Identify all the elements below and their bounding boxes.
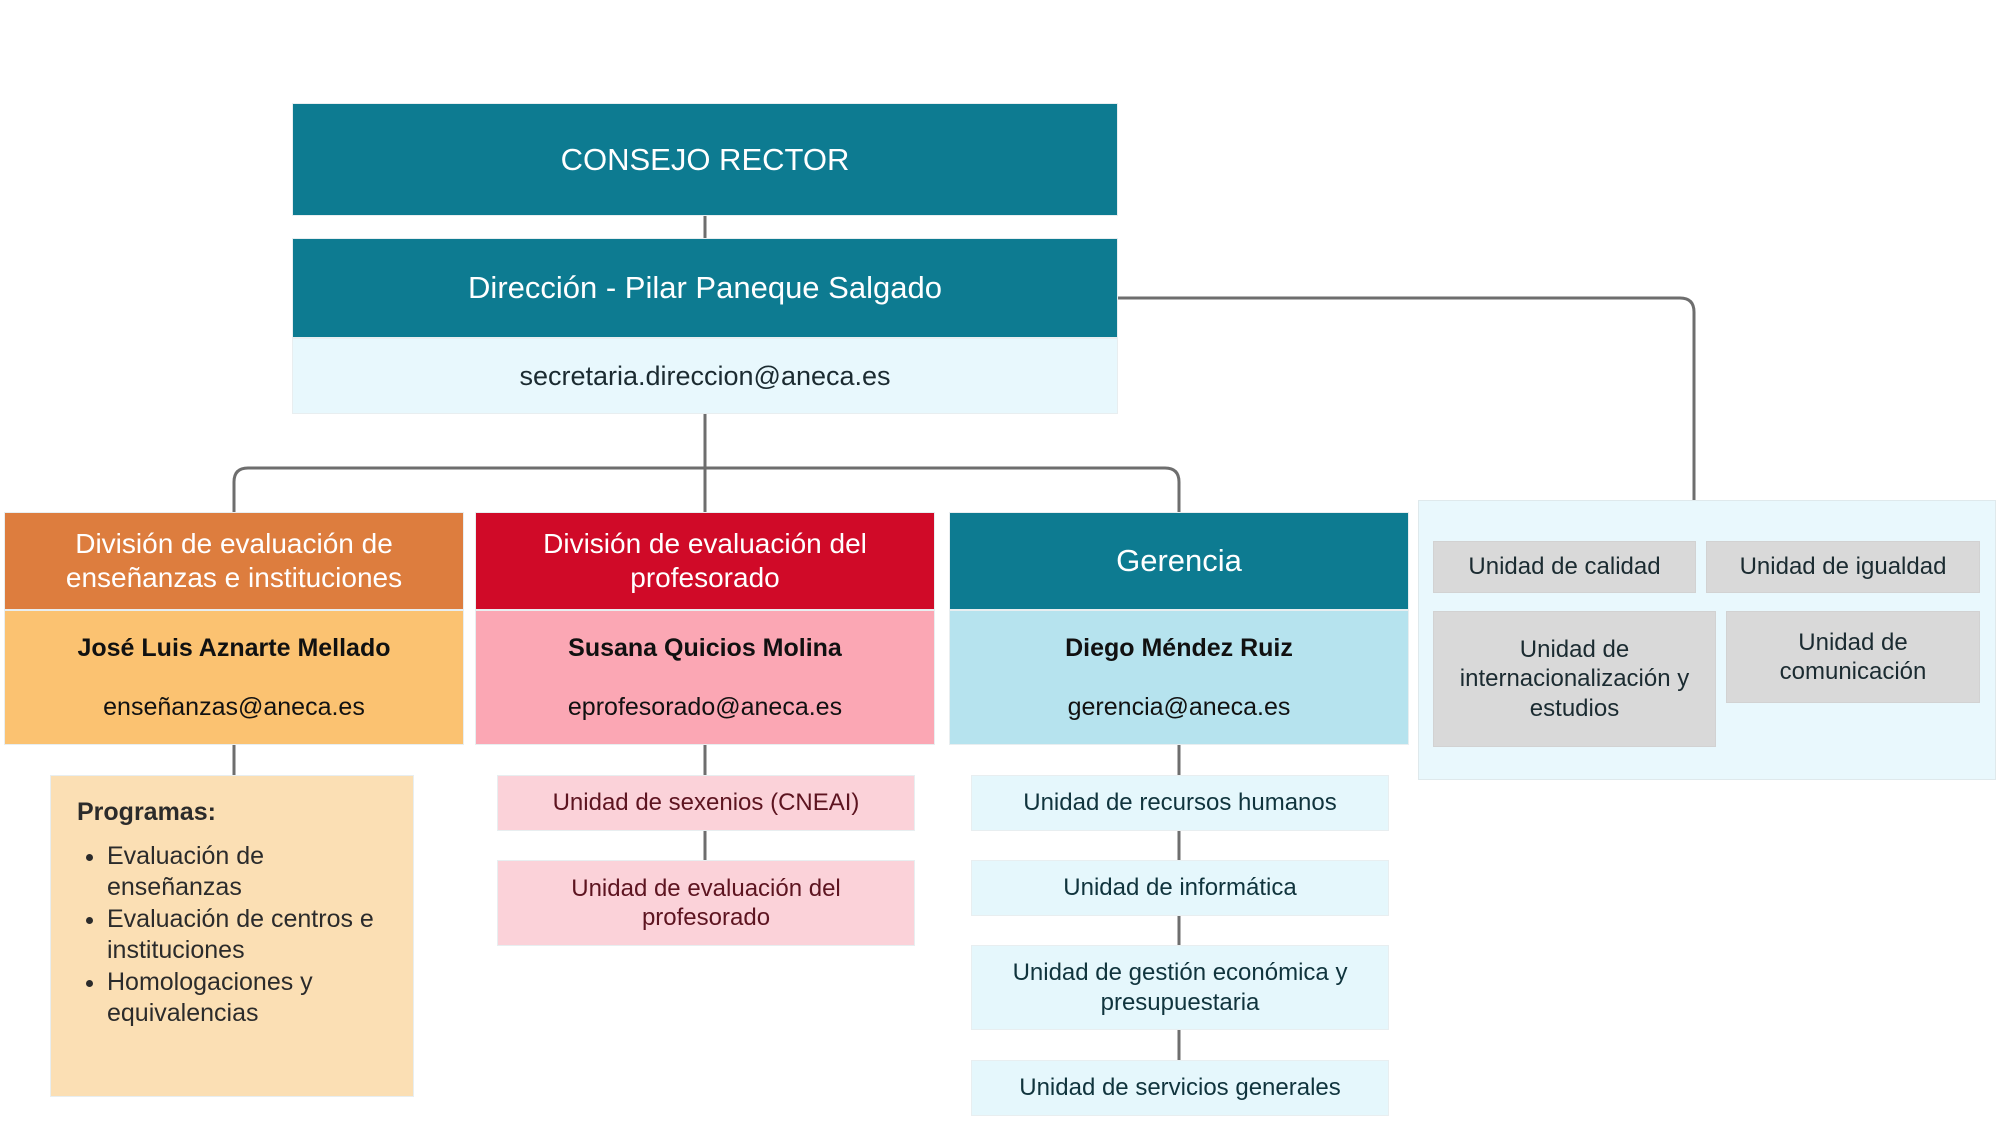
gerencia-email: gerencia@aneca.es — [1067, 692, 1291, 721]
node-division-ensenanzas-header: División de evaluación de enseñanzas e i… — [4, 512, 464, 610]
programas-label: Programas: — [77, 798, 216, 826]
node-direccion: Dirección - Pilar Paneque Salgado — [292, 238, 1118, 338]
node-unidad-calidad: Unidad de calidad — [1433, 541, 1696, 593]
unidad-calidad-label: Unidad de calidad — [1468, 553, 1661, 581]
node-unidad-evaluacion-profesorado: Unidad de evaluación del profesorado — [497, 860, 915, 946]
node-unidad-comunicacion: Unidad de comunicación — [1726, 611, 1980, 703]
division-ensenanzas-email: enseñanzas@aneca.es — [103, 692, 365, 721]
node-unidad-servicios-generales: Unidad de servicios generales — [971, 1060, 1389, 1116]
list-item: Evaluación de enseñanzas — [107, 841, 387, 902]
unidad-recursos-humanos-label: Unidad de recursos humanos — [1023, 789, 1337, 817]
node-unidad-igualdad: Unidad de igualdad — [1706, 541, 1980, 593]
division-profesorado-title: División de evaluación del profesorado — [543, 527, 867, 593]
unidad-sexenios-label: Unidad de sexenios (CNEAI) — [552, 789, 860, 817]
gerencia-person: Diego Méndez Ruiz — [1065, 633, 1293, 662]
division-profesorado-person: Susana Quicios Molina — [568, 633, 842, 662]
unidad-servicios-generales-label: Unidad de servicios generales — [1019, 1074, 1341, 1102]
unidad-comunicacion-label: Unidad de comunicación — [1779, 628, 1927, 685]
node-gerencia-header: Gerencia — [949, 512, 1409, 610]
node-direccion-email: secretaria.direccion@aneca.es — [292, 338, 1118, 414]
unidad-gestion-economica-label: Unidad de gestión económica y presupuest… — [1012, 959, 1348, 1016]
direccion-label: Dirección - Pilar Paneque Salgado — [468, 270, 942, 306]
unidad-internacionalizacion-label: Unidad de internacionalización y estudio… — [1459, 636, 1690, 722]
list-item: Evaluación de centros e instituciones — [107, 904, 387, 965]
node-consejo-rector: CONSEJO RECTOR — [292, 103, 1118, 216]
gerencia-title: Gerencia — [1116, 543, 1242, 579]
node-division-profesorado-body: Susana Quicios Molina eprofesorado@aneca… — [475, 610, 935, 745]
list-item: Homologaciones y equivalencias — [107, 967, 387, 1028]
division-ensenanzas-title: División de evaluación de enseñanzas e i… — [65, 527, 403, 593]
unidad-informatica-label: Unidad de informática — [1063, 874, 1297, 902]
support-units-panel: Unidad de calidad Unidad de igualdad Uni… — [1418, 500, 1996, 780]
consejo-rector-label: CONSEJO RECTOR — [560, 141, 850, 177]
node-division-ensenanzas-body: José Luis Aznarte Mellado enseñanzas@ane… — [4, 610, 464, 745]
node-unidad-sexenios: Unidad de sexenios (CNEAI) — [497, 775, 915, 831]
division-ensenanzas-person: José Luis Aznarte Mellado — [77, 633, 391, 662]
node-gerencia-body: Diego Méndez Ruiz gerencia@aneca.es — [949, 610, 1409, 745]
unidad-evaluacion-profesorado-label: Unidad de evaluación del profesorado — [571, 874, 841, 931]
node-unidad-recursos-humanos: Unidad de recursos humanos — [971, 775, 1389, 831]
direccion-email-label: secretaria.direccion@aneca.es — [519, 360, 891, 391]
programas-list: Evaluación de enseñanzas Evaluación de c… — [107, 841, 387, 1028]
node-division-profesorado-header: División de evaluación del profesorado — [475, 512, 935, 610]
unidad-igualdad-label: Unidad de igualdad — [1739, 553, 1947, 581]
node-unidad-internacionalizacion: Unidad de internacionalización y estudio… — [1433, 611, 1716, 747]
node-unidad-informatica: Unidad de informática — [971, 860, 1389, 916]
node-unidad-gestion-economica: Unidad de gestión económica y presupuest… — [971, 945, 1389, 1030]
division-profesorado-email: eprofesorado@aneca.es — [567, 692, 843, 721]
node-division-ensenanzas-programs: Programas: Evaluación de enseñanzas Eval… — [50, 775, 414, 1097]
